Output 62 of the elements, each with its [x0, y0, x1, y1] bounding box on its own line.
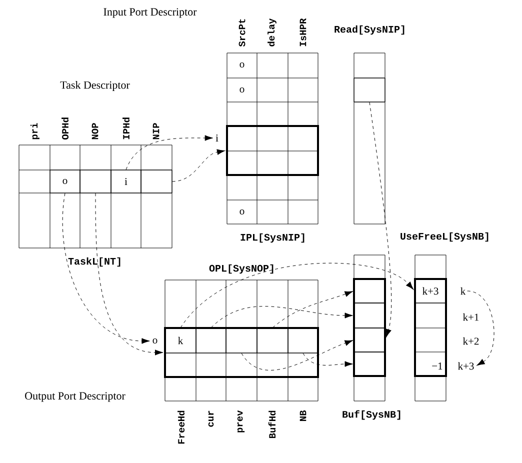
- table-cell: [256, 328, 288, 354]
- cell-value: o: [240, 62, 244, 68]
- column-header: prev: [237, 410, 245, 432]
- array-column: Read[SysNIP]: [334, 25, 404, 224]
- column-header: NIP: [152, 123, 160, 140]
- arrow: [126, 135, 213, 170]
- arrow: [272, 291, 353, 328]
- arrow: [95, 193, 164, 356]
- cell-value: o: [240, 209, 244, 215]
- table-cell: [354, 278, 386, 304]
- node-label: Input Port Descriptor: [104, 8, 197, 18]
- column-header: FreeHd: [178, 410, 184, 444]
- column-header: NB: [300, 410, 306, 421]
- arrow: [241, 340, 353, 370]
- column-header: SrcPt: [238, 19, 246, 47]
- table-cell: [354, 328, 386, 352]
- cell-value: −1: [432, 362, 442, 370]
- highlighted-rows: [164, 327, 319, 378]
- pointer-label: k: [460, 287, 466, 295]
- node-label: Read[SysNIP]: [334, 25, 404, 35]
- table-cell: i: [110, 170, 142, 194]
- column-header: delay: [268, 18, 276, 46]
- column-header: IPHd: [122, 118, 130, 140]
- index-label: k+2: [463, 337, 479, 345]
- index-label: k+1: [463, 313, 479, 321]
- arrow: [467, 290, 494, 366]
- node-label: UseFreeL[SysNB]: [400, 232, 488, 242]
- pointer-label: k+3: [458, 362, 474, 370]
- column-header: cur: [208, 410, 214, 427]
- column-header: BufHd: [268, 410, 276, 438]
- column-header: pri: [30, 123, 40, 140]
- arrow: [302, 353, 353, 367]
- table-cell: [226, 328, 258, 354]
- pointer-label: i: [216, 134, 218, 142]
- node-label: Task Descriptor: [60, 81, 130, 91]
- node-label: OPL[SysNOP]: [209, 264, 274, 274]
- table-cell: k+3: [414, 278, 446, 304]
- table-cell: [140, 170, 172, 194]
- column-header: IsHPR: [300, 18, 306, 46]
- arrow: [172, 149, 226, 182]
- arrow: [180, 262, 414, 328]
- column-header: OPHd: [62, 118, 68, 140]
- arrow: [210, 306, 353, 328]
- table-cell: [80, 170, 112, 194]
- highlighted-rows: [226, 125, 319, 176]
- table-caption: Output Port Descriptor: [25, 392, 126, 402]
- arrow: [369, 102, 392, 338]
- table-cell: [354, 352, 386, 376]
- table-cell: [354, 78, 386, 102]
- table-cell: [288, 328, 318, 354]
- arrow: [62, 193, 150, 344]
- table-cell: [196, 328, 226, 354]
- column-header: NOP: [92, 123, 98, 140]
- table-caption: IPL[SysNIP]: [240, 233, 304, 243]
- cell-value: o: [240, 87, 244, 93]
- table-caption: TaskL[NT]: [68, 257, 120, 267]
- table-cell: o: [50, 170, 80, 194]
- pointer-label: o: [152, 338, 158, 344]
- table-cell: [354, 302, 386, 328]
- table-cell: k: [164, 328, 196, 354]
- array-column: Buf[SysNB]: [342, 254, 400, 420]
- node-label: Buf[SysNB]: [342, 410, 400, 420]
